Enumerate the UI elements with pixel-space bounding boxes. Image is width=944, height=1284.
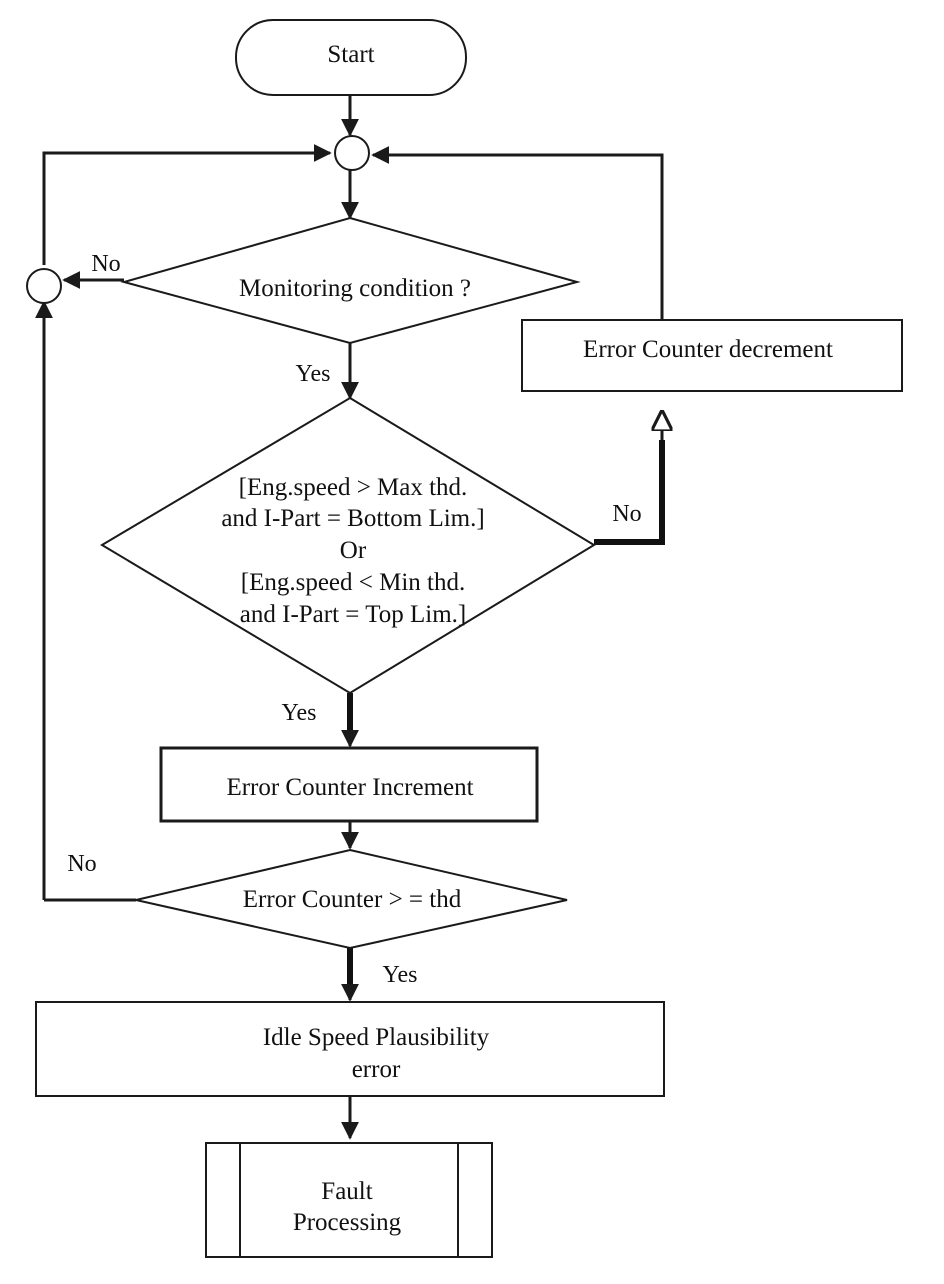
edge-decrement-to-junction bbox=[371, 146, 664, 320]
fault-line-2: Processing bbox=[293, 1209, 402, 1236]
merge-junction-left bbox=[26, 268, 62, 304]
monitoring-yes-label: Yes bbox=[296, 361, 331, 387]
edge-left-loop-to-junction bbox=[42, 144, 332, 265]
monitoring-label: Monitoring condition ? bbox=[239, 275, 471, 302]
condition-yes-label: Yes bbox=[282, 700, 317, 726]
condition-line-4: [Eng.speed < Min thd. bbox=[241, 569, 466, 596]
monitoring-no-label: No bbox=[91, 251, 120, 277]
threshold-no-label: No bbox=[67, 851, 96, 877]
edge-condition-no bbox=[594, 440, 665, 545]
threshold-decision: Error Counter > = thd bbox=[135, 848, 568, 950]
plausibility-error-process: Idle Speed Plausibility error bbox=[35, 1001, 665, 1097]
condition-no-label: No bbox=[612, 501, 641, 527]
start-label: Start bbox=[327, 41, 374, 68]
fault-processing-subroutine: Fault Processing bbox=[205, 1142, 493, 1258]
increment-process: Error Counter Increment bbox=[159, 746, 539, 823]
speed-condition-decision: [Eng.speed > Max thd. and I-Part = Botto… bbox=[100, 396, 596, 695]
decrement-process: Error Counter decrement bbox=[521, 319, 903, 392]
monitoring-decision: Monitoring condition ? bbox=[120, 216, 581, 345]
decrement-label: Error Counter decrement bbox=[583, 336, 833, 363]
connectors bbox=[35, 95, 665, 1140]
threshold-yes-label: Yes bbox=[383, 962, 418, 988]
threshold-label: Error Counter > = thd bbox=[243, 886, 462, 913]
condition-line-2: and I-Part = Bottom Lim.] bbox=[221, 505, 484, 532]
condition-line-1: [Eng.speed > Max thd. bbox=[239, 474, 468, 501]
start-node: Start bbox=[235, 19, 467, 96]
plausibility-line-2: error bbox=[352, 1056, 401, 1083]
fault-line-1: Fault bbox=[321, 1178, 372, 1205]
condition-line-3: Or bbox=[340, 537, 367, 564]
plausibility-line-1: Idle Speed Plausibility bbox=[263, 1024, 490, 1051]
condition-line-5: and I-Part = Top Lim.] bbox=[240, 601, 466, 628]
merge-junction-top bbox=[334, 135, 370, 171]
increment-label: Error Counter Increment bbox=[226, 774, 473, 801]
